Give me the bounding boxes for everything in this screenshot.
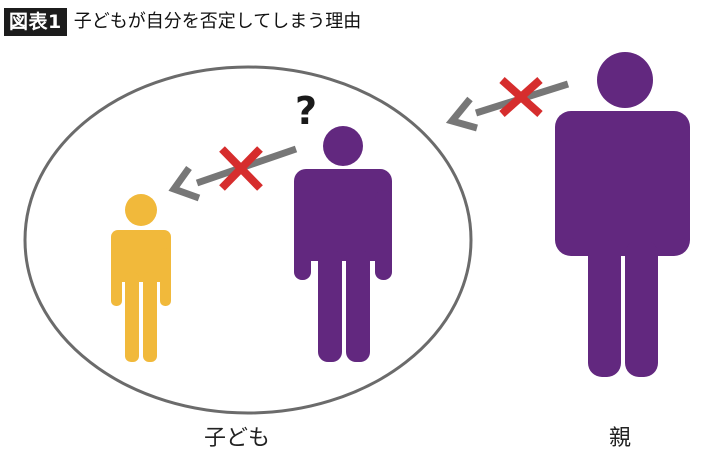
- child-figure: [111, 194, 171, 362]
- question-mark: ?: [295, 89, 317, 133]
- child-label: 子ども: [204, 426, 271, 451]
- inner-self-figure: [294, 126, 392, 362]
- parent-figure: [555, 52, 690, 377]
- inner-self-ellipse: [23, 65, 473, 415]
- figure-number-badge: 図表1: [4, 8, 67, 36]
- parent-label: 親: [609, 426, 632, 451]
- cross-mark-self: [219, 146, 263, 191]
- figure-header: 図表1 子どもが自分を否定してしまう理由: [4, 7, 361, 37]
- figure-title: 子どもが自分を否定してしまう理由: [73, 11, 362, 32]
- cross-mark-parent: [499, 77, 543, 117]
